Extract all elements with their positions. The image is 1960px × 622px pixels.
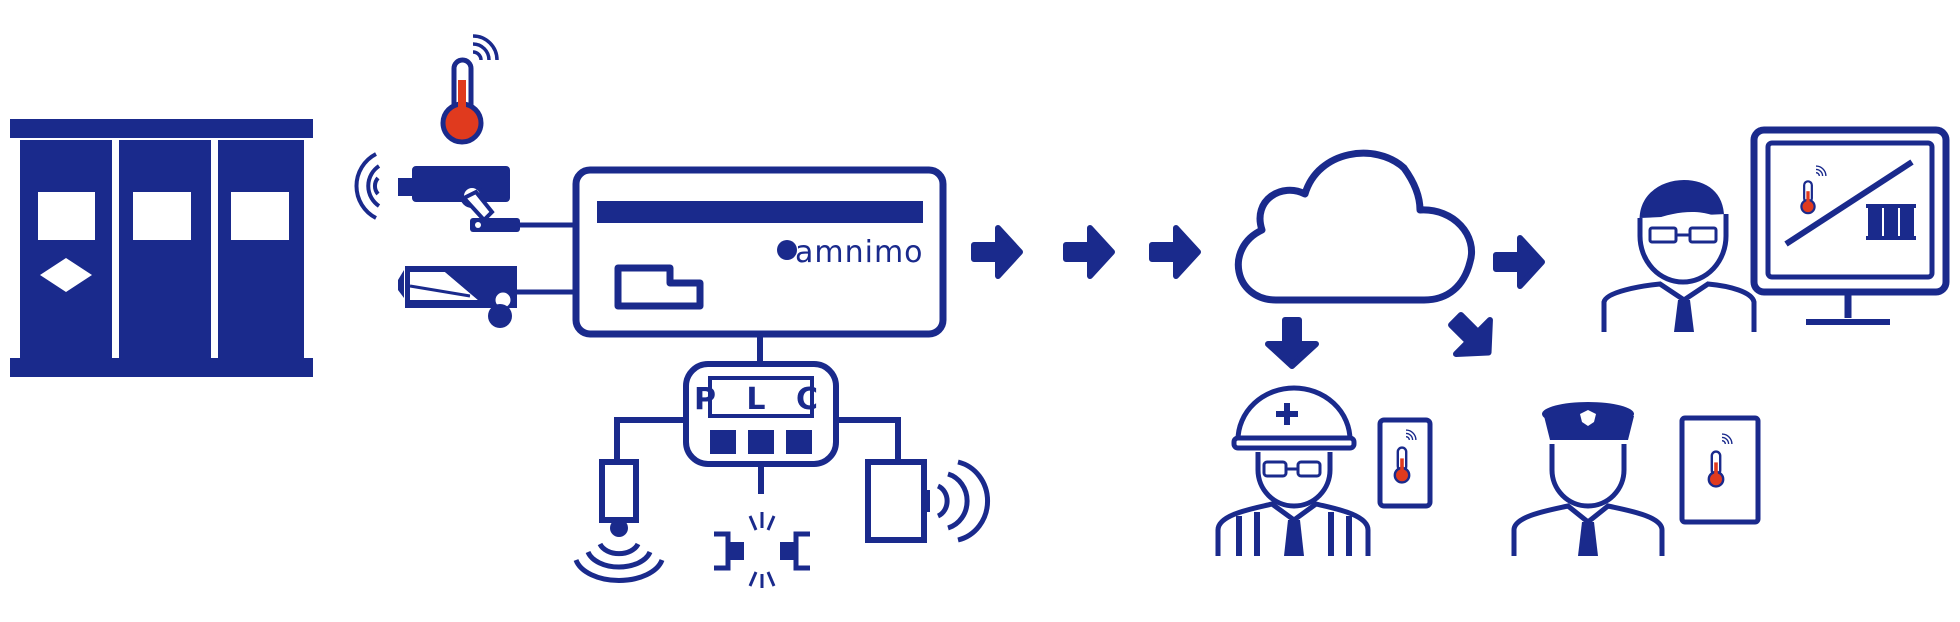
tablet-icon [1377,417,1433,509]
surveillance-camera-icon [398,266,576,328]
photoelectric-sensor-icon [714,512,810,588]
engineer-icon [1215,385,1371,556]
thermometer-icon [440,34,499,145]
security-guard-icon [1511,402,1665,556]
signal-transmitter-icon [865,459,990,543]
tablet-icon [1679,415,1761,525]
arrow-icon [1496,238,1542,286]
arrow-icon [1268,320,1316,366]
arrow-icon [1439,303,1505,369]
gateway-device-icon: amnimo [572,166,947,338]
security-camera-icon [354,152,576,232]
plc-label: P L C [694,382,828,417]
arrow-icon [1066,228,1112,276]
cloud-icon [1234,149,1475,304]
arrow-icon [1152,228,1198,276]
monitor-icon [1750,126,1950,325]
container-icon [10,119,313,377]
proximity-sensor-icon [573,459,665,583]
brand-label: amnimo [795,235,924,270]
plc-icon: P L C [614,334,901,494]
arrow-icon [974,228,1020,276]
office-worker-icon [1601,180,1757,332]
